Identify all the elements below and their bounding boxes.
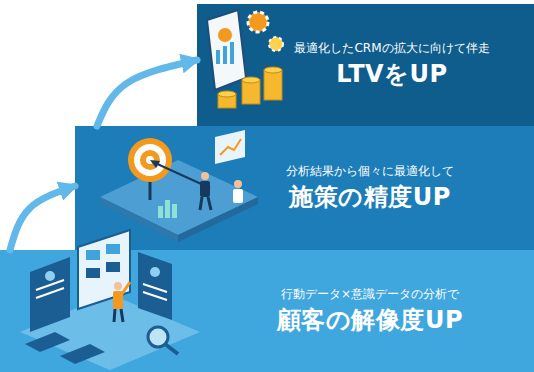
floor <box>20 294 200 370</box>
person-arm <box>122 282 130 294</box>
small-card <box>60 344 105 364</box>
gear <box>269 37 283 51</box>
person-leg <box>114 309 115 322</box>
platform-side <box>178 197 258 242</box>
step-heading: 施策の精度UP <box>289 183 451 212</box>
person-body <box>200 181 210 197</box>
chart-line <box>220 139 241 155</box>
phone-bar <box>223 46 227 64</box>
coin <box>242 77 260 83</box>
coin-stack <box>242 80 260 104</box>
step-description: 最適化したCRMの拡大に向けて伴走 <box>294 41 489 57</box>
coin <box>264 67 282 73</box>
person-body <box>233 189 243 203</box>
person-leg <box>208 197 211 210</box>
dart <box>153 162 210 188</box>
magnifier-handle <box>165 344 178 354</box>
card-avatar <box>150 267 160 277</box>
step-heading: 顧客の解像度UP <box>277 306 463 335</box>
profile-card <box>138 252 172 320</box>
small-card <box>25 332 70 352</box>
step-band: 行動データ×意識データの分析で顧客の解像度UP <box>0 250 534 372</box>
coin <box>218 91 236 97</box>
card-avatar <box>45 271 55 281</box>
step-description: 行動データ×意識データの分析で <box>281 287 459 303</box>
person-leg <box>200 197 202 210</box>
target-ring <box>134 144 166 176</box>
bar <box>172 204 177 218</box>
person-head <box>234 180 242 188</box>
step-band: 最適化したCRMの拡大に向けて伴走 LTVをUP <box>197 4 534 126</box>
step-arrow <box>10 186 75 250</box>
card-line <box>143 284 167 292</box>
magnifier <box>148 327 168 347</box>
tablet-tile <box>86 268 100 278</box>
customer-illustration <box>20 230 200 370</box>
person-head <box>201 172 209 180</box>
bar <box>165 200 170 218</box>
tablet-tile <box>106 244 120 254</box>
card-line <box>36 280 64 290</box>
target-ring <box>146 156 154 164</box>
target-ring <box>128 138 172 182</box>
phone <box>207 10 246 90</box>
bar <box>158 206 163 218</box>
chart-board <box>215 130 245 164</box>
card-line <box>36 288 64 298</box>
target-illustration <box>100 130 258 242</box>
growth-illustration <box>207 10 283 108</box>
platform-side <box>100 197 178 242</box>
tablet <box>78 230 130 309</box>
dart-head <box>150 160 160 168</box>
phone-bar <box>216 50 220 64</box>
target-ring <box>140 150 160 170</box>
person-leg <box>121 309 123 322</box>
tablet-tile <box>86 250 100 260</box>
step-heading: LTVをUP <box>336 60 447 89</box>
phone-bar <box>230 42 234 64</box>
step-band: 分析結果から個々に最適化して施策の精度UP <box>75 126 534 250</box>
profile-card <box>30 257 70 332</box>
person-body <box>113 291 123 309</box>
person-head <box>114 282 122 290</box>
step-arrow <box>97 60 197 126</box>
gear <box>248 12 268 32</box>
card-line <box>143 292 167 300</box>
step-description: 分析結果から個々に最適化して <box>286 164 454 180</box>
coin-stack <box>264 70 282 100</box>
coin-stack <box>218 94 236 108</box>
tablet-tile <box>106 262 120 272</box>
pie-chart <box>218 28 232 42</box>
platform-top <box>100 160 258 235</box>
target-stand <box>149 170 152 200</box>
